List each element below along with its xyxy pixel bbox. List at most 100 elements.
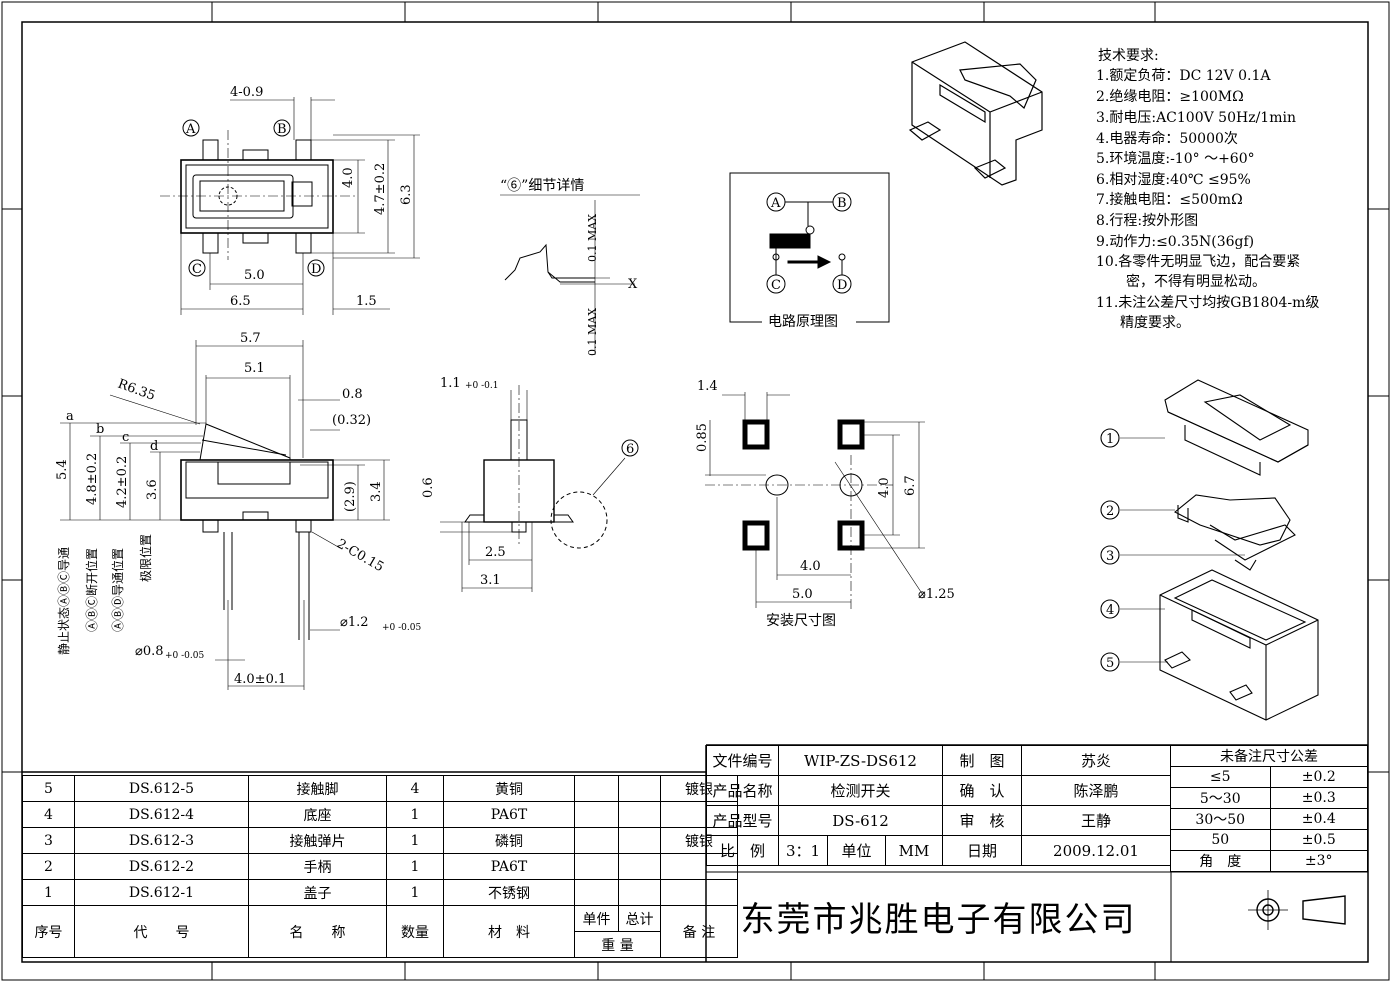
tech-item-10b: 密，不得有明显松动。 bbox=[1126, 273, 1266, 290]
front-view bbox=[440, 385, 639, 592]
tech-item-7: 7.接触电阻：≤500mΩ bbox=[1096, 191, 1243, 208]
confirm-label: 确 认 bbox=[942, 775, 1022, 806]
table-row: 50±0.5 bbox=[1170, 829, 1368, 851]
product-name: 检测开关 bbox=[778, 775, 943, 806]
dim-0-32: (0.32) bbox=[332, 413, 371, 428]
callout-2: 2 bbox=[1106, 504, 1114, 519]
dim-4-0: 4.0 bbox=[341, 167, 356, 188]
bom-header-weight: 重 量 bbox=[574, 931, 661, 958]
state-abd: ⒶⒷⒹ导通位置 bbox=[110, 548, 125, 632]
tech-item-4: 4.电器寿命：50000次 bbox=[1096, 130, 1238, 147]
bom-header-code: 代 号 bbox=[74, 905, 249, 958]
projection-symbol-icon bbox=[1248, 890, 1346, 930]
circuit-pin-d: D bbox=[837, 278, 847, 293]
detail-6-title: “⑥”细节详情 bbox=[500, 178, 584, 194]
bom-header-name: 名 称 bbox=[248, 905, 387, 958]
label-c: c bbox=[122, 430, 129, 445]
detail-axis-x: X bbox=[628, 277, 638, 292]
tech-item-11: 11.未注公差尺寸均按GB1804-m级 bbox=[1096, 295, 1319, 311]
pin-d-label: D bbox=[311, 262, 321, 277]
table-row: 角 度±3° bbox=[1170, 850, 1368, 872]
bom-header-seq: 序号 bbox=[22, 905, 75, 958]
dim-4-2: 4.2±0.2 bbox=[115, 456, 130, 508]
bom-header-material: 材 料 bbox=[443, 905, 575, 958]
review-label: 审 核 bbox=[942, 805, 1022, 836]
model-label: 产品型号 bbox=[706, 805, 779, 836]
model: DS-612 bbox=[778, 805, 943, 836]
state-limit: 极限位置 bbox=[138, 534, 153, 582]
callout-5: 5 bbox=[1106, 656, 1114, 671]
dim-1-4: 1.4 bbox=[697, 379, 718, 394]
dim-6-7: 6.7 bbox=[903, 475, 918, 496]
bom-header-remark: 备 注 bbox=[660, 905, 738, 958]
file-no-label: 文件编号 bbox=[706, 745, 779, 776]
reviewer: 王静 bbox=[1021, 805, 1171, 836]
side-view-labels: 5.7 5.1 0.8 (0.32) R6.35 a b c d 5.4 4.8… bbox=[55, 331, 421, 687]
circuit-diagram bbox=[729, 172, 890, 323]
state-static: 静止状态ⒶⒷⒸ导通 bbox=[57, 547, 71, 655]
tech-item-5: 5.环境温度:-10° ～+60° bbox=[1096, 151, 1255, 167]
company-name: 东莞市兆胜电子有限公司 bbox=[740, 900, 1137, 940]
dim-d08-tol: +0 -0.05 bbox=[165, 651, 204, 661]
dim-4-0-9: 4-0.9 bbox=[230, 85, 263, 100]
label-d: d bbox=[150, 439, 158, 454]
dim-5-0: 5.0 bbox=[244, 268, 265, 283]
dim-mount-4-0-h: 4.0 bbox=[800, 559, 821, 574]
unit-label: 单位 bbox=[827, 835, 886, 866]
dim-4-0-01: 4.0±0.1 bbox=[234, 672, 286, 687]
circuit-pin-a: A bbox=[770, 196, 781, 211]
mounting-title: 安装尺寸图 bbox=[766, 613, 836, 629]
dim-5-4: 5.4 bbox=[55, 459, 70, 480]
dim-0-6: 0.6 bbox=[421, 477, 436, 498]
date: 2009.12.01 bbox=[1021, 835, 1171, 866]
dim-2-9: (2.9) bbox=[343, 481, 358, 512]
callout-3: 3 bbox=[1106, 549, 1114, 564]
scale-label: 比 例 bbox=[706, 835, 779, 866]
tech-item-11b: 精度要求。 bbox=[1120, 315, 1190, 331]
tech-title: 技术要求: bbox=[1098, 48, 1159, 64]
detail-max-top: 0.1 MAX bbox=[586, 214, 599, 262]
dim-r635: R6.35 bbox=[116, 377, 158, 404]
circuit-pin-c: C bbox=[771, 278, 781, 293]
tech-item-1: 1.额定负荷：DC 12V 0.1A bbox=[1096, 68, 1271, 84]
drawer-label: 制 图 bbox=[942, 745, 1022, 776]
bom-header-qty: 数量 bbox=[386, 905, 444, 958]
tech-item-10: 10.各零件无明显飞边，配合要紧 bbox=[1096, 254, 1300, 270]
label-b: b bbox=[96, 422, 104, 437]
dim-3-6: 3.6 bbox=[145, 479, 160, 500]
dim-6-5: 6.5 bbox=[230, 294, 251, 309]
dim-d125: ⌀1.25 bbox=[918, 587, 955, 602]
callout-6: 6 bbox=[626, 442, 634, 457]
label-a: a bbox=[66, 409, 74, 424]
callout-4: 4 bbox=[1106, 603, 1114, 618]
unit: MM bbox=[885, 835, 943, 866]
bom-header-row: 序号 代 号 名 称 数量 材 料 单件 总计 备 注 bbox=[22, 905, 738, 958]
exploded-view bbox=[1100, 379, 1319, 721]
iso-switch-view bbox=[908, 41, 1043, 186]
mounting-view bbox=[705, 392, 926, 610]
side-view bbox=[60, 340, 390, 690]
callout-1: 1 bbox=[1106, 432, 1114, 447]
exploded-callouts: 1 2 3 4 5 bbox=[1106, 432, 1114, 671]
pin-c-label: C bbox=[192, 262, 202, 277]
title-block: 文件编号 WIP-ZS-DS612 制 图 苏炎 产品名称 检测开关 确 认 陈… bbox=[706, 745, 1171, 866]
dim-3-4: 3.4 bbox=[369, 481, 384, 502]
tech-item-6: 6.相对湿度:40℃ ≤95% bbox=[1096, 172, 1251, 188]
circuit-title: 电路原理图 bbox=[768, 314, 838, 330]
dim-4-8: 4.8±0.2 bbox=[85, 453, 100, 505]
bom-header-total: 总计 bbox=[618, 905, 661, 932]
dim-d08: ⌀0.8 bbox=[135, 644, 164, 659]
pin-b-label: B bbox=[277, 122, 287, 137]
scale: 3：1 bbox=[778, 835, 828, 866]
table-row: 5～30±0.3 bbox=[1170, 787, 1368, 809]
tolerance-table: 未备注尺寸公差 ≤5±0.2 5～30±0.3 30～50±0.4 50±0.5… bbox=[1170, 745, 1368, 872]
top-view-labels: 4-0.9 4.0 4.7±0.2 6.3 5.0 6.5 1.5 A B C … bbox=[185, 85, 414, 309]
dim-mount-5-0: 5.0 bbox=[792, 587, 813, 602]
drawer: 苏炎 bbox=[1021, 745, 1171, 776]
tolerance-title: 未备注尺寸公差 bbox=[1170, 745, 1368, 767]
